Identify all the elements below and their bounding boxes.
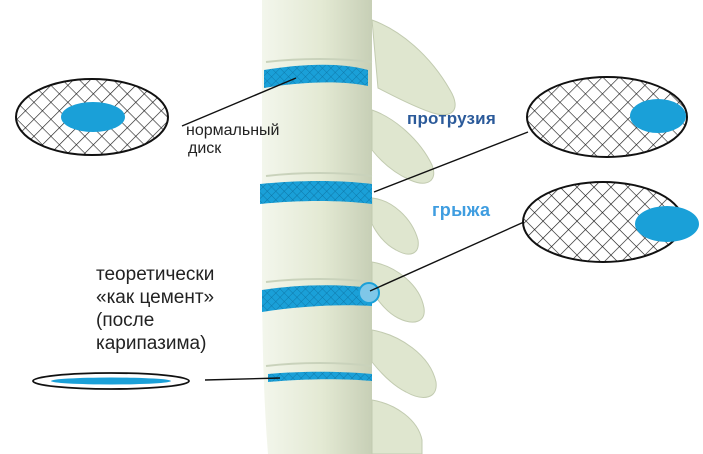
cement-label-line1: теоретически [96, 264, 215, 285]
normal-disc-label: нормальный диск [186, 122, 279, 158]
process-2 [371, 109, 435, 184]
normal-disc-cross-section [15, 78, 169, 156]
hernia-bulge [358, 282, 380, 304]
disc-thin [268, 371, 372, 382]
process-6 [371, 399, 423, 454]
process-4 [371, 261, 425, 323]
process-1 [371, 19, 456, 116]
normal-disc-label-line1: нормальный [186, 122, 280, 139]
normal-disc-label-line2: диск [188, 139, 222, 157]
disc-protrusion [260, 181, 372, 204]
cement-label-line4: карипазима) [96, 332, 207, 354]
process-3 [371, 197, 419, 255]
leader-flattened [204, 377, 281, 381]
vertebral-column [262, 0, 372, 454]
disc-hernia [262, 285, 372, 312]
protrusion-label: протрузия [407, 109, 496, 128]
cement-label: теоретически «как цемент» (после карипаз… [96, 264, 214, 356]
flattened-disc-cross-section [32, 372, 190, 390]
leader-normal [181, 77, 297, 127]
protrusion-cross-section [526, 76, 688, 158]
leader-hernia [369, 221, 525, 292]
disc-normal [264, 64, 368, 88]
process-5 [371, 329, 437, 398]
hernia-label: грыжа [432, 200, 491, 220]
hernia-cross-section [522, 181, 699, 263]
cement-label-line3: (после [96, 309, 155, 331]
leader-protrusion [373, 131, 529, 193]
cement-label-line2: «как цемент» [96, 286, 215, 308]
spine-illustration [260, 0, 456, 454]
